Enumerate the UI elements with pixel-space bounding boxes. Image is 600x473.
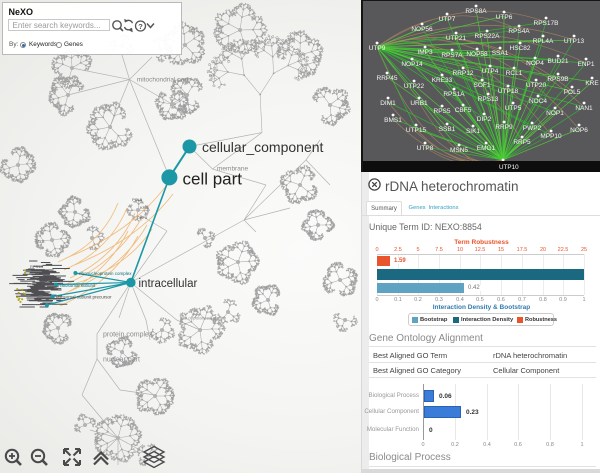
svg-text:UTP7: UTP7 [439, 16, 456, 23]
svg-text:RPS5: RPS5 [434, 108, 451, 115]
svg-text:nuclear part: nuclear part [103, 357, 140, 364]
svg-text:KRE: KRE [585, 80, 599, 87]
svg-text:SSA1: SSA1 [492, 50, 509, 57]
svg-text:site of polarized growth: site of polarized growth [180, 316, 227, 321]
svg-text:NOC4: NOC4 [529, 98, 547, 105]
svg-text:UTP22: UTP22 [404, 83, 425, 90]
svg-text:RRP12: RRP12 [453, 70, 474, 77]
svg-text:IMP3: IMP3 [417, 49, 433, 56]
svg-text:BMS1: BMS1 [384, 117, 402, 124]
svg-text:RPS17B: RPS17B [534, 20, 559, 27]
svg-text:UTP8: UTP8 [417, 145, 434, 152]
svg-text:EMG1: EMG1 [477, 145, 496, 152]
svg-text:MSN5: MSN5 [450, 147, 468, 154]
svg-text:protein complex: protein complex [103, 332, 153, 339]
svg-text:ribonucleoprotein complex: ribonucleoprotein complex [79, 271, 132, 276]
svg-text:UTP21: UTP21 [446, 35, 467, 42]
svg-text:NOP56: NOP56 [411, 26, 433, 33]
svg-text:RRP5: RRP5 [513, 139, 531, 146]
svg-text:RPS4A: RPS4A [508, 28, 530, 35]
svg-text:ribosomal subunit: ribosomal subunit [60, 283, 96, 288]
svg-text:RPS9B: RPS9B [547, 76, 568, 83]
svg-text:NOP1: NOP1 [546, 110, 564, 117]
svg-text:RRP9: RRP9 [495, 124, 513, 131]
svg-text:ribosomal subunit precursor: ribosomal subunit precursor [56, 295, 112, 300]
svg-text:?: ? [138, 22, 143, 31]
svg-text:UTP20: UTP20 [526, 82, 547, 89]
svg-text:SOF1: SOF1 [474, 82, 491, 89]
svg-text:UTP4: UTP4 [482, 68, 499, 75]
svg-text:RPS1A: RPS1A [30, 264, 43, 269]
svg-text:RPL4A: RPL4A [533, 38, 554, 45]
svg-text:UTP9: UTP9 [369, 45, 386, 52]
svg-text:DIM1: DIM1 [380, 100, 396, 107]
svg-text:NOP4: NOP4 [526, 60, 544, 67]
svg-text:intracellular: intracellular [139, 278, 198, 290]
svg-text:RPS8A: RPS8A [465, 8, 487, 15]
svg-text:SSB1: SSB1 [439, 126, 456, 133]
svg-text:MPP10: MPP10 [540, 133, 562, 140]
svg-text:KRI1: KRI1 [140, 205, 150, 210]
svg-text:NAN1: NAN1 [575, 105, 593, 112]
svg-text:CBF5: CBF5 [455, 107, 472, 114]
svg-text:NOP6: NOP6 [570, 127, 588, 134]
svg-text:KRE33: KRE33 [432, 77, 453, 84]
svg-text:UTP18: UTP18 [498, 88, 519, 95]
svg-text:NOP14: NOP14 [401, 61, 423, 68]
svg-text:ENP1: ENP1 [578, 61, 595, 68]
svg-text:HSC82: HSC82 [510, 45, 531, 52]
svg-text:UTP6: UTP6 [496, 14, 513, 21]
svg-text:RCL1: RCL1 [506, 70, 523, 77]
svg-text:CBF5: CBF5 [137, 215, 148, 220]
svg-text:SIK1: SIK1 [466, 128, 480, 135]
svg-text:UTP13: UTP13 [564, 38, 585, 45]
svg-text:RPS22A: RPS22A [475, 33, 501, 40]
svg-text:cellular_component: cellular_component [202, 139, 324, 155]
svg-text:RRP45: RRP45 [377, 75, 398, 82]
svg-text:URB1: URB1 [410, 100, 428, 107]
svg-text:POL5: POL5 [564, 89, 581, 96]
svg-text:UTP5: UTP5 [505, 105, 522, 112]
svg-text:cell part: cell part [183, 170, 243, 189]
svg-text:BUD21: BUD21 [548, 58, 569, 65]
svg-text:ICL5: ICL5 [36, 239, 45, 244]
svg-text:RPS1A: RPS1A [443, 91, 465, 98]
svg-text:NOP58: NOP58 [466, 51, 488, 58]
svg-text:DIP2: DIP2 [477, 116, 492, 123]
svg-text:mitochondrial part: mitochondrial part [137, 77, 189, 84]
svg-text:RPS7A: RPS7A [441, 52, 463, 59]
svg-text:POL5: POL5 [132, 197, 143, 202]
svg-text:UTP15: UTP15 [406, 127, 427, 134]
svg-text:PWP2: PWP2 [523, 125, 542, 132]
svg-text:membrane: membrane [217, 166, 248, 173]
svg-text:RPS13: RPS13 [478, 96, 499, 103]
